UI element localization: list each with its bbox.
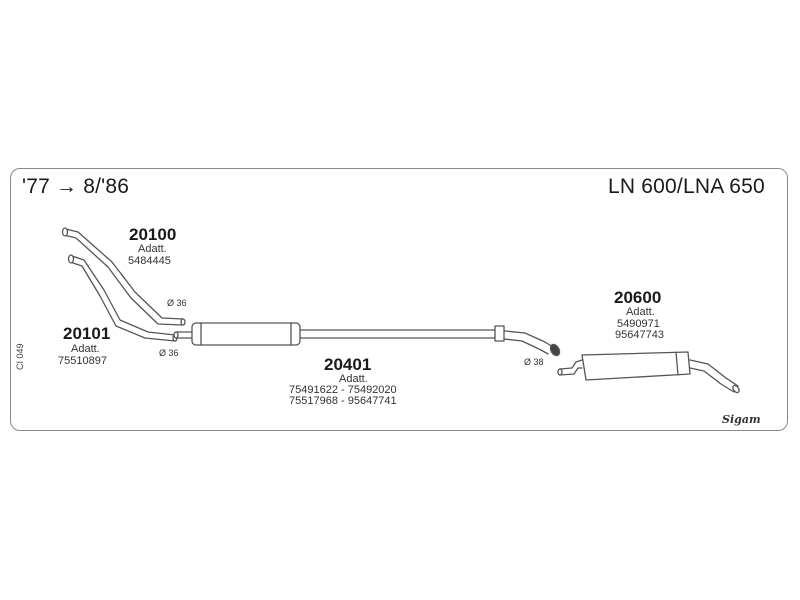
part-20101-adapt-label: Adatt. — [71, 343, 100, 355]
part-20401-ref-1: 75491622 - 75492020 — [289, 384, 397, 396]
part-20100-ref: 5484445 — [128, 255, 171, 267]
part-20401-code: 20401 — [324, 355, 372, 374]
part-20100-pipe — [61, 227, 186, 326]
part-20101-ref: 75510897 — [58, 355, 107, 367]
part-20101-diameter: Ø 36 — [159, 348, 179, 358]
part-20401-assembly — [173, 322, 561, 357]
model-label: LN 600/LNA 650 — [608, 175, 765, 198]
part-20600-code: 20600 — [614, 288, 662, 307]
part-20100-diameter: Ø 36 — [167, 298, 187, 308]
part-20600-adapt-label: Adatt. — [626, 306, 655, 318]
part-20600-ref-1: 5490971 — [617, 318, 660, 330]
part-20600-muffler — [581, 351, 691, 381]
part-20100-adapt-label: Adatt. — [138, 243, 167, 255]
part-20401-muffler — [191, 322, 301, 346]
part-20401-adapt-label: Adatt. — [339, 373, 368, 385]
diagram-frame — [10, 168, 788, 431]
part-20401-ref-2: 75517968 - 95647741 — [289, 395, 397, 407]
part-20600-diameter: Ø 38 — [524, 357, 544, 367]
period-label: '77 → 8/'86 — [22, 175, 130, 198]
part-20600-assembly — [557, 351, 740, 394]
part-20600-ref-2: 95647743 — [615, 329, 664, 341]
brand-logo: Sigam — [722, 413, 761, 426]
part-20100-code: 20100 — [129, 225, 177, 244]
part-20101-code: 20101 — [63, 324, 111, 343]
